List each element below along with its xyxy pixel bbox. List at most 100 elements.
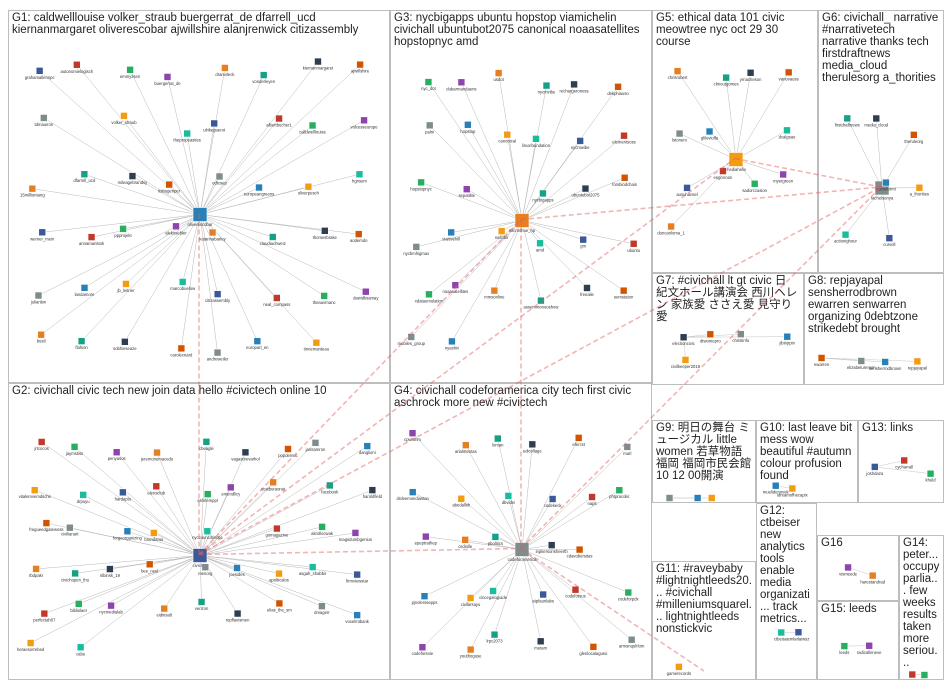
node-idreamofhecapix[interactable]: idreamofhecapix bbox=[777, 484, 809, 497]
node-christinfo[interactable]: christinfo bbox=[732, 330, 750, 344]
node-mileagebrandsy[interactable]: mileagebrandsy bbox=[118, 172, 148, 186]
node-gamerecords[interactable]: gamerecords bbox=[667, 663, 691, 676]
node-pjnolerssepps[interactable]: pjnolerssepps bbox=[412, 592, 438, 606]
node-ajwillshire[interactable]: ajwillshire bbox=[351, 60, 370, 74]
node-rbdpakr[interactable]: rbdpakr bbox=[29, 565, 44, 578]
node-claudiachweiz[interactable]: claudiachweiz bbox=[260, 233, 286, 246]
node-cycharrall[interactable]: cycharrall bbox=[895, 456, 913, 470]
node-sadorccasion[interactable]: sadorccasion bbox=[742, 179, 768, 193]
node-chrisrobert[interactable]: chrisrobert bbox=[668, 67, 689, 81]
node-calldwelllouise[interactable]: calldwelllouise bbox=[299, 121, 327, 135]
node-sepatilite[interactable]: sepatilite bbox=[458, 185, 476, 199]
node-cpwhthm[interactable]: cpwhthm bbox=[404, 429, 421, 443]
node-peterbleckery[interactable]: peterbleckery bbox=[900, 670, 926, 680]
node-itsbugeriper[interactable]: itsbugeriper bbox=[158, 180, 181, 194]
node-freealie[interactable]: freealie bbox=[580, 284, 595, 297]
node-nyashiv[interactable]: nyashiv bbox=[445, 337, 460, 351]
node-jrtcocos[interactable]: jrtcocos bbox=[33, 438, 49, 451]
node-tomotlu-0559[interactable]: tomotlu_0559 bbox=[657, 494, 683, 504]
node-alekosebler[interactable]: alekosebler bbox=[165, 222, 187, 236]
node-scatburaonat[interactable]: scatburaonat bbox=[261, 478, 286, 492]
node-oliverpesch[interactable]: oliverpesch bbox=[298, 182, 320, 196]
node-mmsonline[interactable]: mmsonline bbox=[484, 286, 505, 300]
node-vagastirevarhol[interactable]: vagastirevarhol bbox=[231, 448, 260, 462]
node-armsnqulrlom[interactable]: armsnqulrlom bbox=[619, 635, 645, 649]
node-neal-compass[interactable]: neal_compass bbox=[263, 294, 290, 307]
node-duncanloma-1[interactable]: duncanloma_1 bbox=[657, 222, 685, 236]
node-verizon[interactable]: verizon bbox=[195, 598, 209, 611]
node-werner-mein[interactable]: werner_mein bbox=[30, 228, 55, 242]
node-ctbeiser[interactable]: ctbeiser bbox=[774, 628, 789, 642]
node-civichopen-thu[interactable]: civichopen_thu bbox=[61, 569, 90, 583]
node-forgeorganizing[interactable]: forgeorganizing bbox=[113, 527, 143, 541]
node-vitalemvemdschs[interactable]: vitalemvemdschs bbox=[19, 486, 51, 500]
node-brandaros[interactable]: brandaros bbox=[144, 529, 163, 542]
node-thepropeasties[interactable]: thepropeasties bbox=[173, 129, 201, 143]
node-edicollage[interactable]: edicollage bbox=[523, 440, 543, 454]
node-jaymstiss[interactable]: jaymstiss bbox=[65, 443, 83, 456]
node-hgnsem[interactable]: hgnsem bbox=[352, 170, 367, 184]
node-thomesbrake[interactable]: thomesbrake bbox=[313, 227, 338, 240]
node-vismeede[interactable]: vismeede bbox=[839, 563, 858, 577]
node-sobhieseaze[interactable]: sobhieseaze bbox=[113, 337, 137, 351]
node-civichall[interactable]: civichall bbox=[193, 548, 208, 569]
node-elementsoss[interactable]: elementsoss bbox=[612, 131, 636, 145]
node-albertbucher1[interactable]: albertbucher1 bbox=[266, 114, 293, 128]
node-civilianart[interactable]: civilianart bbox=[61, 523, 79, 537]
node-lstonero[interactable]: lstonero bbox=[672, 129, 688, 143]
node-elensclub[interactable]: elensclub bbox=[147, 482, 166, 496]
node-nlbinsk-19[interactable]: nlbinsk_19 bbox=[100, 565, 121, 579]
node-cincegaloguide[interactable]: cincegaloguide bbox=[479, 587, 508, 601]
node-perfectah07[interactable]: perfectah07 bbox=[33, 609, 56, 623]
node-electioncivic[interactable]: electioncivic bbox=[672, 333, 695, 347]
node-vonderleyen[interactable]: vonderleyen bbox=[252, 71, 276, 85]
node-hopstop[interactable]: hopstop bbox=[460, 120, 476, 134]
node-nyc-dot[interactable]: nyc_dot bbox=[421, 78, 437, 92]
node-ulrikeguerot[interactable]: ulrikeguerot bbox=[203, 119, 226, 132]
node-drdeemondiastan[interactable]: drdeemondiastan bbox=[397, 488, 430, 502]
node-volcesseurope[interactable]: volcesseurope bbox=[351, 116, 379, 129]
node-citizassembly[interactable]: citizassembly bbox=[205, 290, 231, 304]
node-viaitivehill[interactable]: viaitivehill bbox=[442, 228, 460, 242]
node-pbolitics[interactable]: pbolitics bbox=[488, 533, 503, 546]
node-sensherrodbrown[interactable]: sensherrodbrown bbox=[869, 358, 902, 371]
node-bee-neel[interactable]: bee_neel bbox=[141, 560, 158, 574]
node-clmoutgomes[interactable]: clmoutgomes bbox=[714, 73, 739, 87]
node-bibliolaer[interactable]: bibliolaer bbox=[70, 600, 88, 613]
node-danglioni[interactable]: danglioni bbox=[359, 442, 376, 456]
node-elias-the-sm[interactable]: elias_the_sm bbox=[267, 599, 292, 613]
node-napit[interactable]: napit bbox=[587, 493, 597, 507]
node-repflavismen[interactable]: repflavismen bbox=[226, 609, 250, 623]
node-dbvidei[interactable]: dbvidei bbox=[502, 492, 515, 505]
node-occupyparliament[interactable]: occupyparliament bbox=[908, 671, 942, 681]
node-europarl-en[interactable]: europarl_en bbox=[246, 337, 269, 351]
node-abedallsh[interactable]: abedallsh bbox=[452, 494, 471, 508]
node-curvell[interactable]: curvell bbox=[883, 234, 895, 248]
node-15milliontang[interactable]: 15milliontang bbox=[20, 184, 45, 198]
node-flahion[interactable]: flahion bbox=[75, 337, 88, 351]
node-hardapto[interactable]: hardapto bbox=[115, 488, 132, 502]
node-bustl[interactable]: bustl bbox=[37, 330, 46, 344]
node-lrpc2073[interactable]: lrpc2073 bbox=[486, 630, 503, 644]
node-firmviewstar[interactable]: firmviewstar bbox=[346, 570, 369, 584]
node-annamaristok[interactable]: annamaristok bbox=[79, 233, 105, 247]
node-dekphiauso[interactable]: dekphiauso bbox=[607, 82, 629, 96]
node-joesides[interactable]: joesides bbox=[228, 564, 245, 577]
node-nycmvibe[interactable]: nycmvibe bbox=[538, 81, 556, 95]
node-menorg[interactable]: menorg bbox=[198, 563, 213, 577]
node-phtpracolis[interactable]: phtpracolis bbox=[609, 486, 629, 500]
node-mobiles-group[interactable]: mobiles_group bbox=[398, 333, 426, 346]
node-engrvroon[interactable]: engrvroon bbox=[714, 167, 734, 181]
node-csdiolle[interactable]: csdiolle bbox=[458, 536, 473, 549]
node-hopstopnyc[interactable]: hopstopnyc bbox=[410, 178, 432, 192]
node-ewarren[interactable]: ewarren bbox=[814, 354, 830, 367]
node-gm[interactable]: gm bbox=[579, 235, 587, 249]
node-microshue-hp[interactable]: microshue_hp bbox=[509, 213, 536, 234]
node-vanovauss[interactable]: vanovauss bbox=[779, 68, 799, 82]
node-dramvleck[interactable]: dramvleck bbox=[215, 64, 235, 77]
node-linuxfoundation[interactable]: linuxfoundation bbox=[522, 135, 551, 148]
node-landamore[interactable]: landamore bbox=[75, 284, 95, 297]
node-ppprojekt[interactable]: ppprojekt bbox=[114, 225, 132, 238]
node-emlarlaiwsz[interactable]: emlarlaiwsz bbox=[788, 628, 810, 642]
node-cabe[interactable]: cabe bbox=[76, 643, 86, 657]
